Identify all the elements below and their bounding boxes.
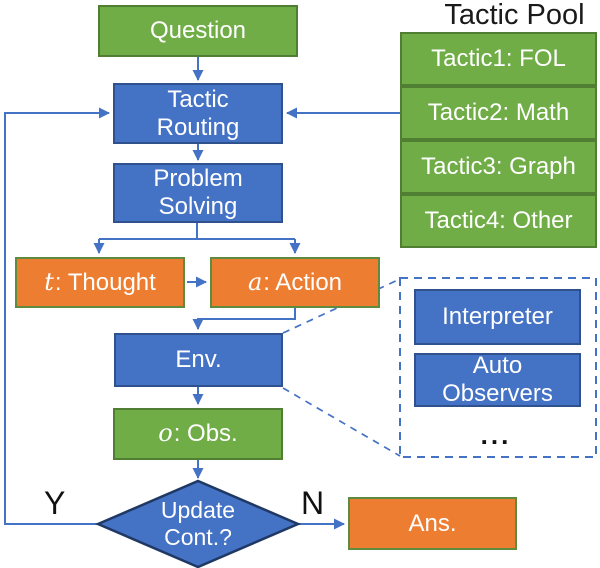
dashed-callout-top	[282, 278, 401, 334]
node-problem-solving: Problem Solving	[113, 163, 283, 223]
auto-observers-label: Auto Observers	[442, 352, 553, 407]
tactic-pool-item-2: Tactic2: Math	[400, 86, 597, 140]
node-problem-solving-label: Problem Solving	[153, 165, 243, 220]
node-obs: o: Obs.	[113, 408, 283, 460]
node-question: Question	[98, 5, 298, 57]
node-action-label: : Action	[263, 268, 343, 296]
tactic-pool-item-4: Tactic4: Other	[400, 194, 597, 248]
env-component-interpreter: Interpreter	[414, 289, 581, 345]
node-env: Env.	[114, 333, 283, 387]
node-obs-label: : Obs.	[173, 420, 238, 448]
decision-diamond-label: Update Cont.?	[160, 497, 236, 550]
interpreter-label: Interpreter	[442, 303, 553, 331]
arrow-action-to-env	[192, 308, 296, 330]
obs-symbol: o	[158, 419, 173, 448]
node-action: a: Action	[210, 257, 380, 308]
node-tactic-routing-label: Tactic Routing	[156, 85, 240, 141]
dashed-callout-bottom	[282, 387, 401, 457]
branch-label-no: N	[301, 485, 325, 521]
node-question-label: Question	[149, 17, 247, 45]
tactic-pool-item-1: Tactic1: FOL	[400, 32, 597, 86]
node-ans: Ans.	[348, 497, 517, 550]
env-component-auto-observers: Auto Observers	[414, 352, 581, 407]
node-ans-label: Ans.	[408, 509, 457, 537]
env-components-ellipsis: ...	[480, 419, 512, 450]
arrow-yes-loop-to-tactic-routing	[4, 107, 110, 525]
node-thought: t: Thought	[15, 257, 185, 308]
split-problem-solving	[99, 223, 295, 240]
node-tactic-routing: Tactic Routing	[113, 83, 283, 144]
branch-label-yes: Y	[44, 485, 66, 521]
env-components-dashed-box	[399, 277, 597, 458]
thought-symbol: t	[44, 267, 54, 296]
tactic-pool-title: Tactic Pool	[444, 0, 585, 31]
decision-diamond	[94, 479, 302, 568]
tactic-pool-item-3: Tactic3: Graph	[400, 140, 597, 194]
node-env-label: Env.	[175, 346, 222, 374]
action-symbol: a	[247, 267, 263, 296]
node-thought-label: : Thought	[54, 268, 156, 296]
